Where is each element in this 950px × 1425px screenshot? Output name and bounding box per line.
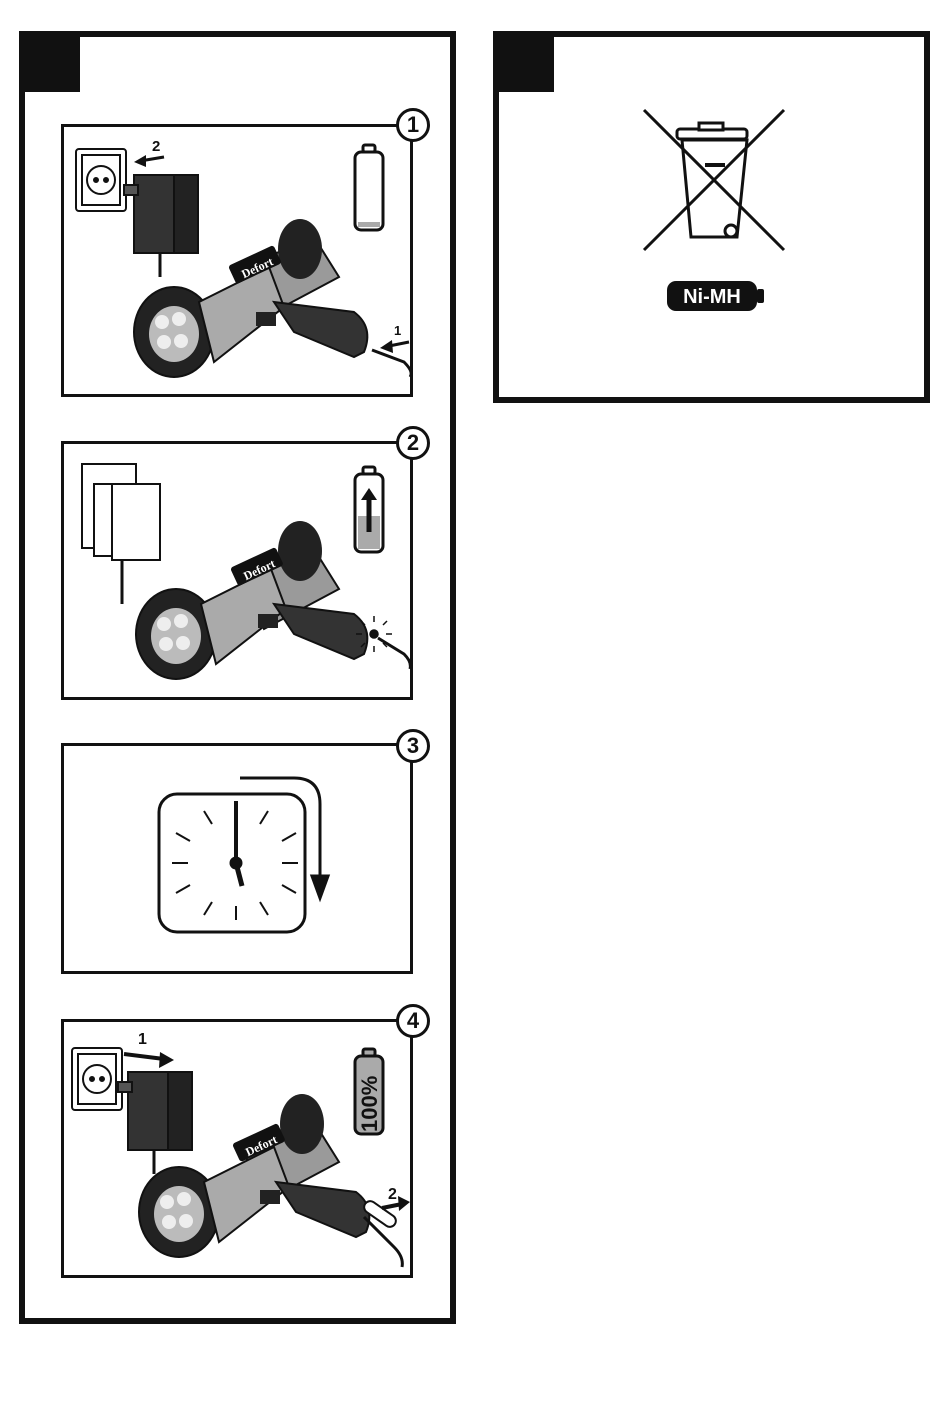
step-panel-2: Defort (61, 441, 413, 700)
battery-charging-icon (355, 467, 383, 552)
step-number-badge: 1 (396, 108, 430, 142)
arrow-number-label: 1 (394, 323, 401, 338)
step-panel-1: 2 Defort (61, 124, 413, 397)
power-adapter-icon (124, 175, 198, 277)
clock-icon (159, 794, 305, 932)
arrow-number-label: 2 (152, 138, 160, 155)
step-4-illustration: 1 100% Defort (64, 1022, 410, 1275)
arrow-number-label: 2 (388, 1186, 397, 1203)
section-marker (25, 37, 80, 92)
instruction-frame-right: Ni-MH (493, 31, 930, 403)
recycling-illustration: Ni-MH (499, 37, 924, 397)
step-number-badge: 3 (396, 729, 430, 763)
flashlight-icon (136, 521, 367, 679)
step-panel-4: 1 100% Defort (61, 1019, 413, 1278)
battery-level-label: 100% (357, 1076, 382, 1132)
step-panel-3 (61, 743, 413, 974)
arrow-number-label: 1 (138, 1031, 147, 1048)
step-number-badge: 2 (396, 426, 430, 460)
step-3-illustration (64, 746, 410, 971)
power-adapter-icon (82, 464, 160, 604)
wall-socket-icon (76, 149, 126, 211)
plug-arrow-icon (372, 340, 410, 377)
power-adapter-icon (118, 1072, 192, 1174)
wall-socket-icon (72, 1048, 122, 1110)
battery-empty-icon (355, 145, 383, 230)
step-2-illustration: Defort (64, 444, 410, 697)
unplug-arrow-icon (362, 1196, 410, 1267)
plug-arrow-icon (124, 1052, 174, 1068)
step-number-badge: 4 (396, 1004, 430, 1038)
unplug-arrow-icon (134, 155, 164, 167)
battery-type-label: Ni-MH (683, 286, 741, 308)
step-1-illustration: 2 Defort (64, 127, 410, 394)
